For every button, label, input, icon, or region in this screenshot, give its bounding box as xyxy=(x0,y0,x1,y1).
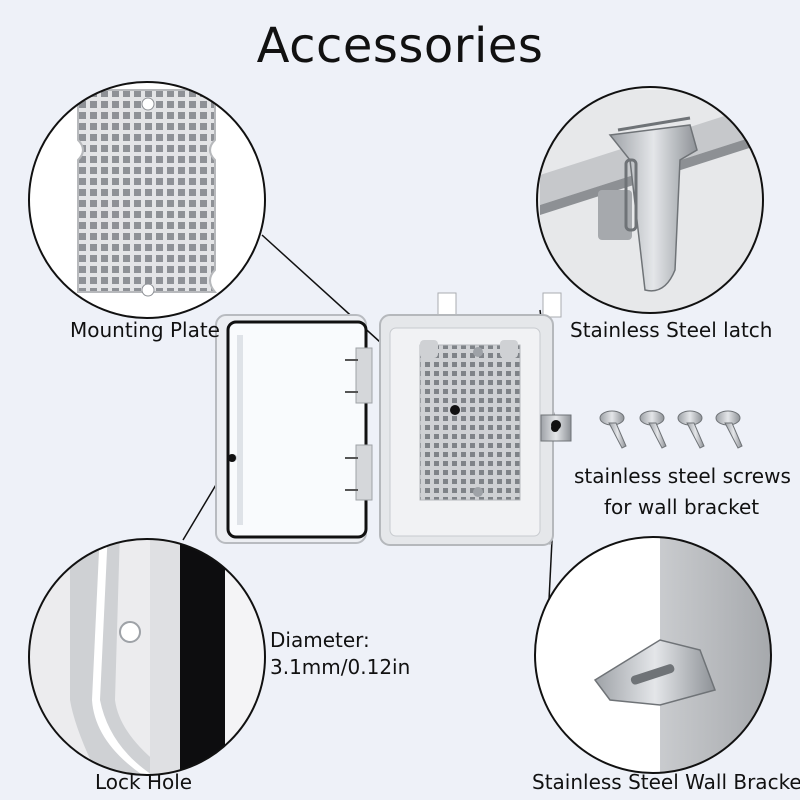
enclosure-body xyxy=(379,292,572,546)
lock-hole-label: Lock Hole xyxy=(95,770,193,794)
page-title: Accessories xyxy=(256,18,544,74)
screw-icon xyxy=(677,410,705,449)
lock-hole-icon xyxy=(28,538,266,776)
screw-icon xyxy=(599,410,627,449)
callout-dots xyxy=(228,405,561,462)
wall-bracket-label: Stainless Steel Wall Bracket xyxy=(532,770,800,794)
latch-label: Stainless Steel latch xyxy=(570,318,773,342)
screws-label-line2: for wall bracket xyxy=(604,495,760,519)
screw-icon xyxy=(715,410,743,449)
screws-label-line1: stainless steel screws xyxy=(574,464,791,488)
enclosure-door xyxy=(215,314,373,544)
wall-bracket-icon xyxy=(534,536,772,774)
screws-group xyxy=(599,410,743,449)
diameter-label: Diameter: xyxy=(270,628,370,652)
mounting-plate-label: Mounting Plate xyxy=(70,318,220,342)
latch-icon xyxy=(536,86,764,314)
mounting-plate-icon xyxy=(28,81,266,319)
screw-icon xyxy=(639,410,667,449)
diameter-value: 3.1mm/0.12in xyxy=(270,655,411,679)
